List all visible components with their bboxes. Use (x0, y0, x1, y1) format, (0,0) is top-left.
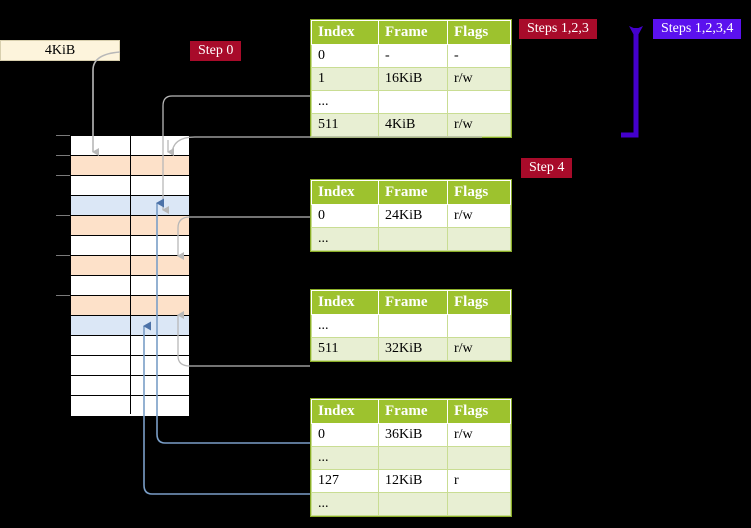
table-cell: ... (311, 227, 379, 251)
table-cell: 32KiB (378, 337, 448, 361)
table-cell: r/w (447, 204, 511, 228)
badge-step-0: Step 0 (190, 41, 242, 61)
table-row: ... (311, 446, 511, 470)
table-cell (447, 90, 511, 114)
table-cell: 511 (311, 113, 379, 137)
table-header-frame: Frame (378, 399, 448, 424)
table-header-index: Index (311, 180, 379, 205)
table-cell: r/w (447, 113, 511, 137)
connector-steps-1234-arrow (621, 26, 643, 138)
memory-row-tick (56, 255, 70, 256)
table-cell (378, 227, 448, 251)
table-header-index: Index (311, 20, 379, 45)
table-cell: 511 (311, 337, 379, 361)
memory-row-tick (56, 135, 70, 136)
table-header-flags: Flags (447, 399, 511, 424)
badge-steps-1234: Steps 1,2,3,4 (653, 19, 742, 39)
table-cell: - (378, 44, 448, 68)
table-cell (447, 446, 511, 470)
table-cell: ... (311, 90, 379, 114)
table-header-frame: Frame (378, 180, 448, 205)
table-cell: 16KiB (378, 67, 448, 91)
table-cell: 0 (311, 44, 379, 68)
frame-size-label: 4KiB (44, 42, 76, 58)
table-cell: 24KiB (378, 204, 448, 228)
table-cell: 4KiB (378, 113, 448, 137)
connector-pd-511-to-memory (177, 311, 310, 367)
memory-row-tick (56, 175, 70, 176)
table-header-flags: Flags (447, 20, 511, 45)
table-cell: ... (311, 314, 379, 338)
memory-row-tick (56, 295, 70, 296)
badge-step-4-label: Step 4 (529, 160, 565, 175)
memory-vertical-divider (130, 136, 131, 414)
badge-step-4: Step 4 (521, 158, 573, 178)
table-header-flags: Flags (447, 290, 511, 315)
table-cell (378, 492, 448, 516)
table-row: ... (311, 227, 511, 251)
table-header-frame: Frame (378, 290, 448, 315)
table-cell (378, 446, 448, 470)
table-row: ... (311, 492, 511, 516)
frame-size-box: 4KiB (0, 40, 120, 61)
table-cell: 127 (311, 469, 379, 493)
table-cell: 12KiB (378, 469, 448, 493)
table-row: ... (311, 90, 511, 114)
table-cell: 1 (311, 67, 379, 91)
badge-steps-123-label: Steps 1,2,3 (527, 21, 589, 36)
table-cell: r/w (447, 67, 511, 91)
table-header-frame: Frame (378, 20, 448, 45)
connector-pml4-511-to-memory (171, 136, 482, 156)
table-cell: 0 (311, 423, 379, 447)
table-cell: r/w (447, 337, 511, 361)
badge-steps-1234-label: Steps 1,2,3,4 (661, 21, 734, 36)
table-header-index: Index (311, 290, 379, 315)
table-cell: ... (311, 446, 379, 470)
table-cell: 0 (311, 204, 379, 228)
table-row: ... (311, 314, 511, 338)
table-cell (447, 227, 511, 251)
memory-row-tick (56, 215, 70, 216)
table-cell (378, 314, 448, 338)
memory-row-tick (56, 155, 70, 156)
table-cell: r (447, 469, 511, 493)
table-cell: 36KiB (378, 423, 448, 447)
badge-step-0-label: Step 0 (198, 43, 234, 58)
table-cell: r/w (447, 423, 511, 447)
connector-pdp-row0-to-memory (177, 216, 310, 260)
table-cell (447, 314, 511, 338)
table-row: 0-- (311, 44, 511, 68)
table-header-flags: Flags (447, 180, 511, 205)
table-cell (447, 492, 511, 516)
badge-steps-123: Steps 1,2,3 (519, 19, 597, 39)
table-cell (378, 90, 448, 114)
table-cell: - (447, 44, 511, 68)
table-header-index: Index (311, 399, 379, 424)
table-cell: ... (311, 492, 379, 516)
physical-memory-column (70, 135, 190, 416)
